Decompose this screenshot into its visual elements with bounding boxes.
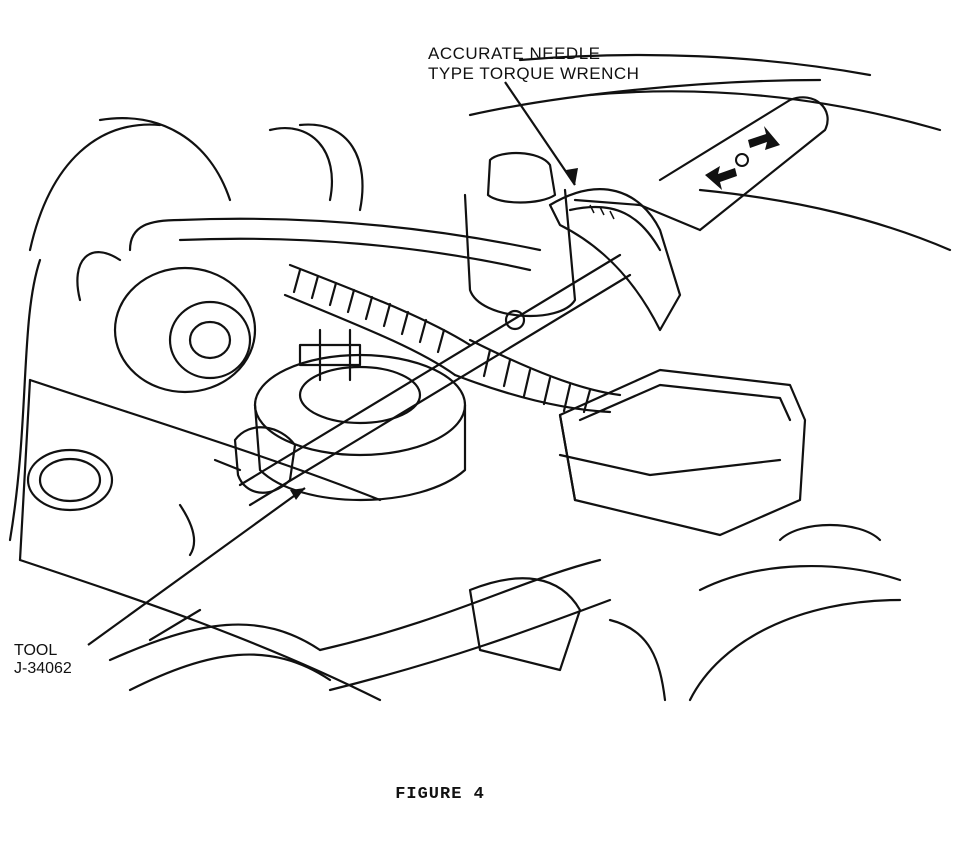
torque-wrench-handle xyxy=(573,96,829,232)
figure-caption: FIGURE 4 xyxy=(395,785,485,804)
arrow-icon xyxy=(748,126,780,150)
intake-tubes xyxy=(318,524,902,702)
torque-scale-ticks xyxy=(589,204,615,220)
torque-wrench-beam xyxy=(238,253,632,507)
wrench-callout-label: ACCURATE NEEDLE TYPE TORQUE WRENCH xyxy=(428,44,639,83)
leader-arrowhead xyxy=(290,488,305,500)
center-pivot-icon xyxy=(735,153,749,167)
tool-j34062 xyxy=(213,426,297,494)
corrugated-hose xyxy=(283,263,622,414)
valve-cover xyxy=(18,378,382,702)
wrench-callout-line-1: ACCURATE NEEDLE xyxy=(428,44,601,63)
carburetor xyxy=(253,328,467,502)
round-canister xyxy=(76,251,257,394)
tool-callout-line-1: TOOL xyxy=(14,642,58,659)
torque-wrench-scale xyxy=(548,188,682,332)
leader-arrowhead xyxy=(566,168,578,185)
tool-callout-label: TOOL J-34062 xyxy=(14,642,72,679)
left-fender xyxy=(8,117,232,542)
leader-line-wrench xyxy=(504,81,576,186)
hood-outline xyxy=(468,53,952,252)
plug-wires xyxy=(108,608,332,692)
leader-line-tool xyxy=(87,487,306,646)
wrench-callout-line-2: TYPE TORQUE WRENCH xyxy=(428,63,640,83)
arrow-icon xyxy=(705,166,737,190)
radiator-hose xyxy=(128,123,542,272)
air-cleaner-box xyxy=(558,368,807,537)
oil-filler-cap xyxy=(26,448,114,512)
tool-callout-line-2: J-34062 xyxy=(14,660,72,678)
